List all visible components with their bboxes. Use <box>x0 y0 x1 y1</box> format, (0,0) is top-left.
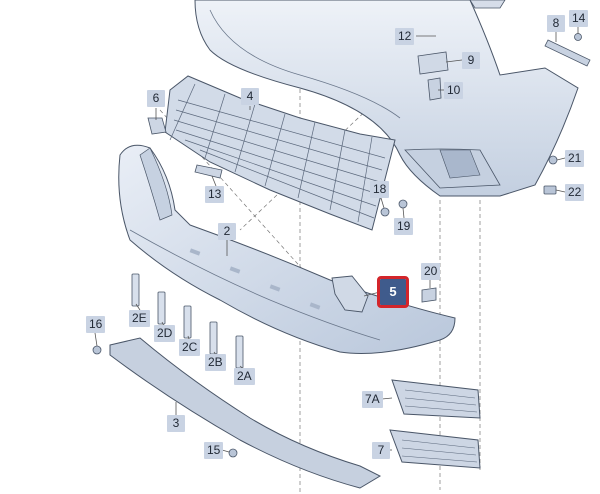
callout-2a[interactable]: 2A <box>234 368 255 385</box>
bracket-9 <box>417 51 449 75</box>
callout-2e[interactable]: 2E <box>129 310 150 327</box>
callout-22[interactable]: 22 <box>565 184 585 201</box>
callout-2[interactable]: 2 <box>218 223 236 240</box>
callout-7[interactable]: 7 <box>372 442 390 459</box>
callout-2b[interactable]: 2B <box>205 354 226 371</box>
fog-grille-7 <box>389 429 481 469</box>
callout-4[interactable]: 4 <box>241 88 259 105</box>
upper-bumper-cover <box>194 0 579 197</box>
leader-lines <box>94 27 579 453</box>
callout-14[interactable]: 14 <box>569 10 589 27</box>
callout-9[interactable]: 9 <box>462 52 480 69</box>
bracket-5 <box>331 275 369 313</box>
callout-20[interactable]: 20 <box>421 263 441 280</box>
callout-3[interactable]: 3 <box>167 415 185 432</box>
bracket-6 <box>147 117 167 135</box>
callout-19[interactable]: 19 <box>394 218 414 235</box>
callout-5-highlighted[interactable]: 5 <box>377 276 409 308</box>
callout-21[interactable]: 21 <box>565 150 585 167</box>
callout-2d[interactable]: 2D <box>154 325 176 342</box>
callout-12[interactable]: 12 <box>395 28 415 45</box>
bracket-8 <box>544 39 591 67</box>
callout-18[interactable]: 18 <box>370 181 390 198</box>
clip-10 <box>427 77 442 101</box>
lower-spoiler <box>109 337 382 489</box>
fog-grille-7a <box>391 379 481 419</box>
clip-13 <box>194 164 223 179</box>
callout-7a[interactable]: 7A <box>362 391 383 408</box>
callout-15[interactable]: 15 <box>204 442 224 459</box>
callout-16[interactable]: 16 <box>86 316 106 333</box>
upper-grille <box>164 75 396 231</box>
callout-10[interactable]: 10 <box>444 82 464 99</box>
callout-8[interactable]: 8 <box>547 15 565 32</box>
clip-20 <box>421 287 437 303</box>
lower-bumper-cover <box>118 144 456 354</box>
callout-6[interactable]: 6 <box>147 90 165 107</box>
callout-2c[interactable]: 2C <box>179 339 201 356</box>
callout-13[interactable]: 13 <box>205 186 225 203</box>
trim-strips <box>131 273 244 369</box>
